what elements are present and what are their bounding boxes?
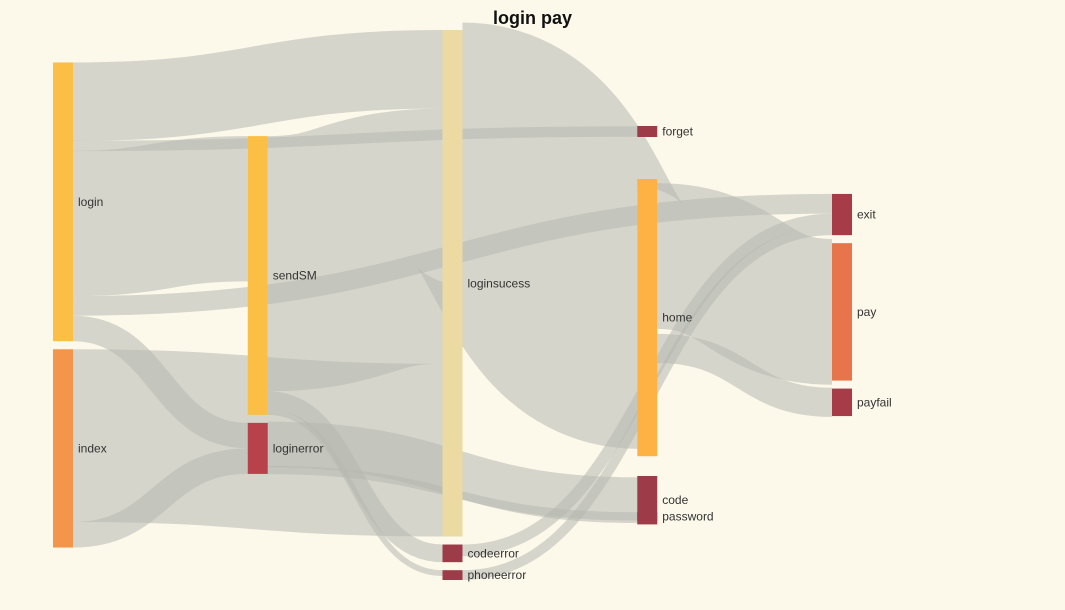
node-label-pay: pay	[857, 305, 876, 319]
node-login	[53, 62, 73, 342]
link-loginsucess-home	[412, 22, 688, 449]
link-index-loginerror	[72, 448, 249, 548]
node-label-exit: exit	[857, 208, 876, 222]
node-label-loginsucess: loginsucess	[468, 276, 531, 290]
node-label-home: home	[662, 311, 692, 325]
node-phoneerror	[442, 570, 463, 580]
node-label-login: login	[78, 195, 103, 209]
node-label-loginerror: loginerror	[273, 441, 324, 455]
node-home	[637, 179, 658, 457]
node-label-forget: forget	[662, 125, 693, 139]
node-label-index: index	[78, 441, 107, 455]
link-home-pay	[654, 183, 835, 385]
node-codeerror	[442, 544, 463, 563]
node-loginsucess	[442, 30, 463, 537]
node-index	[53, 349, 73, 548]
node-exit	[832, 193, 852, 236]
node-loginerror	[247, 422, 268, 474]
node-label-password: password	[662, 509, 713, 523]
node-password	[637, 512, 658, 521]
node-label-code: code	[662, 493, 688, 507]
node-label-sendSM: sendSM	[273, 268, 317, 282]
link-sendSM-phoneerror	[267, 408, 443, 577]
node-label-payfail: payfail	[857, 395, 892, 409]
link-sendSM-loginsucess	[265, 108, 446, 392]
chart-title: login pay	[492, 8, 572, 28]
link-login-loginsucess	[72, 30, 443, 141]
node-label-phoneerror: phoneerror	[468, 568, 527, 582]
nodes-layer	[53, 30, 852, 580]
node-label-codeerror: codeerror	[468, 546, 519, 560]
node-pay	[832, 243, 852, 381]
link-home-payfail	[656, 333, 833, 417]
link-login-sendSM	[72, 136, 249, 297]
node-sendSM	[247, 136, 268, 415]
node-forget	[637, 126, 658, 137]
node-payfail	[832, 388, 852, 417]
labels-layer: login index sendSM loginerror loginsucess cod…	[78, 125, 892, 583]
